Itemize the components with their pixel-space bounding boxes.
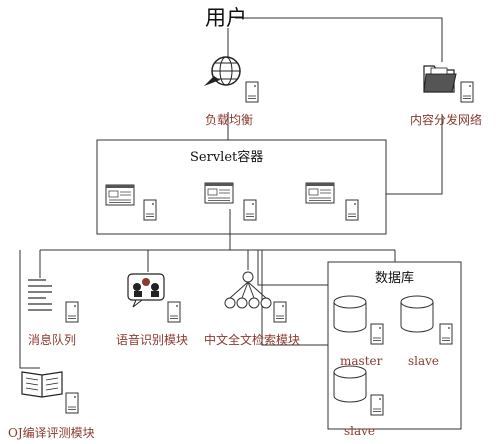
slave-1-db-label: slave [408,354,440,368]
servlet-server-icon-3 [345,199,359,221]
slave-1-db-server-icon [439,323,453,345]
servlet-window-icon-2 [204,182,234,204]
message-queue-label: 消息队列 [28,333,77,347]
message-queue-server-icon [65,301,79,323]
slave-2-db-label: slave [344,424,376,438]
load-balancer-server-icon [245,81,259,103]
judge-server-icon [65,392,79,414]
voice-chat-icon [127,273,165,308]
folder-icon [423,65,457,93]
master-db-server-icon [370,323,384,345]
slave-2-db-server-icon [370,394,384,416]
cdn-label: 内容分发网络 [410,113,483,127]
list-icon [28,279,52,311]
servlet-container-label: Servlet容器 [190,150,264,165]
servlet-window-icon-1 [105,184,135,206]
hierarchy-icon [224,271,272,309]
servlet-server-icon-1 [143,199,157,221]
database-title: 数据库 [375,271,415,286]
search-module-label: 中文全文检索模块 [204,333,301,347]
globe-icon [204,56,241,86]
master-db-label: master [340,354,383,368]
connection-lines [19,17,443,369]
book-icon [21,371,63,398]
speech-module-label: 语音识别模块 [116,333,189,347]
master-db-cylinder-icon [333,295,367,333]
slave-1-db-cylinder-icon [400,295,434,333]
speech-server-icon [167,301,181,323]
servlet-window-icon-3 [305,182,335,204]
servlet-server-icon-2 [243,199,257,221]
slave-2-db-cylinder-icon [333,365,367,403]
servlet-container-box [96,139,387,235]
diagram-title: 用户 [205,6,247,30]
search-server-icon [273,301,287,323]
cdn-server-icon [460,81,474,103]
judge-module-label: OJ编译评测模块 [8,426,95,440]
database-box [327,261,462,430]
load-balancer-label: 负载均衡 [205,113,254,127]
